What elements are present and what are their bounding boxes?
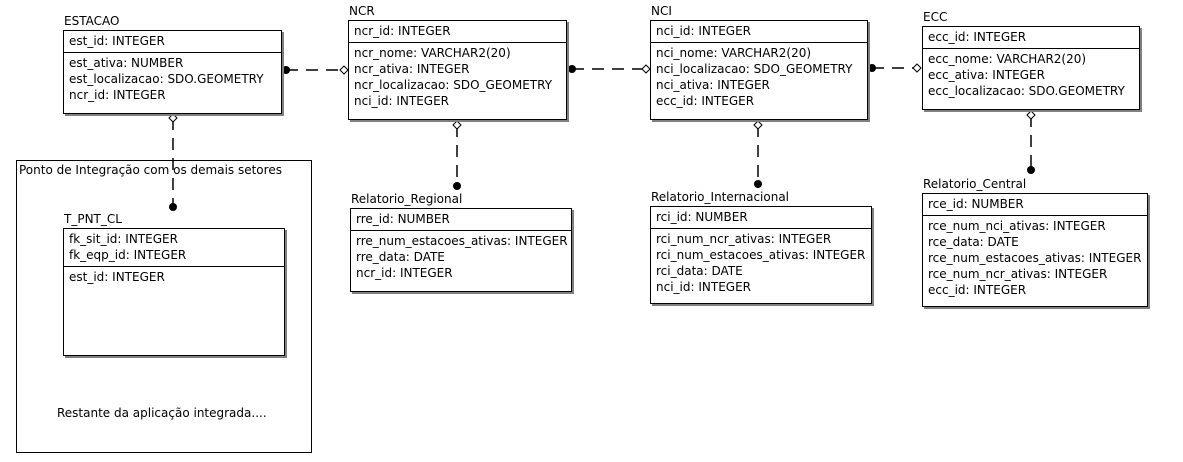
- attribute: ncr_id: INTEGER: [356, 266, 453, 280]
- attribute: rre_data: DATE: [356, 250, 445, 264]
- entity-estacao[interactable]: est_id: INTEGER est_ativa: NUMBER est_lo…: [63, 30, 282, 114]
- attribute: ecc_id: INTEGER: [928, 283, 1027, 297]
- one-end-diamond: [168, 113, 178, 123]
- attribute: est_ativa: NUMBER: [69, 56, 184, 70]
- attribute: ecc_nome: VARCHAR2(20): [928, 52, 1087, 66]
- entity-title-relatorio-regional: Relatorio_Regional: [351, 192, 463, 206]
- attribute: rci_data: DATE: [656, 264, 743, 278]
- many-end-dot: [568, 65, 576, 73]
- one-end-diamond: [1026, 110, 1036, 120]
- attribute: rce_id: NUMBER: [928, 197, 1024, 211]
- attribute-section: rci_num_ncr_ativas: INTEGER rci_num_esta…: [651, 229, 871, 298]
- primary-key-section: nci_id: INTEGER: [651, 21, 867, 43]
- entity-title-nci: NCI: [651, 4, 672, 18]
- one-end-markers: [168, 63, 1036, 130]
- many-end-dot: [754, 180, 762, 188]
- attribute: ncr_ativa: INTEGER: [354, 62, 470, 76]
- attribute: ncr_id: INTEGER: [69, 88, 166, 102]
- many-end-dot: [453, 182, 461, 190]
- many-end-markers: [169, 64, 1035, 211]
- attribute: rce_data: DATE: [928, 235, 1019, 249]
- integration-area-note: Restante da aplicação integrada....: [57, 406, 267, 420]
- entity-title-relatorio-central: Relatorio_Central: [923, 177, 1027, 191]
- attribute-section: rce_num_nci_ativas: INTEGER rce_data: DA…: [923, 216, 1147, 301]
- integration-area-title: Ponto de Integração com os demais setore…: [19, 163, 282, 177]
- attribute: est_localizacao: SDO.GEOMETRY: [69, 72, 264, 86]
- entity-relatorio-internacional[interactable]: rci_id: NUMBER rci_num_ncr_ativas: INTEG…: [650, 206, 872, 304]
- many-end-dot: [169, 203, 177, 211]
- attribute: ncr_localizacao: SDO_GEOMETRY: [354, 78, 553, 92]
- attribute: est_id: INTEGER: [69, 34, 165, 48]
- primary-key-section: rce_id: NUMBER: [923, 194, 1147, 216]
- attribute: ecc_ativa: INTEGER: [928, 68, 1045, 82]
- many-end-dot: [1027, 166, 1035, 174]
- one-end-diamond: [339, 65, 349, 75]
- attribute: ecc_id: INTEGER: [928, 30, 1027, 44]
- entity-relatorio-central[interactable]: rce_id: NUMBER rce_num_nci_ativas: INTEG…: [922, 193, 1148, 307]
- entity-nci[interactable]: nci_id: INTEGER nci_nome: VARCHAR2(20) n…: [650, 20, 868, 120]
- attribute-section: rre_num_estacoes_ativas: INTEGER rre_dat…: [351, 231, 571, 284]
- entity-title-ecc: ECC: [923, 10, 948, 24]
- attribute: est_id: INTEGER: [69, 270, 165, 284]
- attribute-section: est_ativa: NUMBER est_localizacao: SDO.G…: [64, 53, 281, 106]
- one-end-diamond: [753, 120, 763, 130]
- attribute-section: ncr_nome: VARCHAR2(20) ncr_ativa: INTEGE…: [349, 43, 566, 112]
- entity-ncr[interactable]: ncr_id: INTEGER ncr_nome: VARCHAR2(20) n…: [348, 20, 567, 120]
- one-end-diamond: [452, 120, 462, 130]
- primary-key-section: fk_sit_id: INTEGER fk_eqp_id: INTEGER: [64, 229, 284, 267]
- attribute: nci_id: INTEGER: [354, 94, 449, 108]
- one-end-diamond: [641, 64, 651, 74]
- entity-title-relatorio-internacional: Relatorio_Internacional: [651, 190, 790, 204]
- attribute: nci_localizacao: SDO_GEOMETRY: [656, 62, 853, 76]
- attribute: rce_num_estacoes_ativas: INTEGER: [928, 251, 1142, 265]
- attribute: rci_num_estacoes_ativas: INTEGER: [656, 248, 866, 262]
- attribute: ncr_id: INTEGER: [354, 24, 451, 38]
- attribute: rre_id: NUMBER: [356, 212, 450, 226]
- attribute: rci_num_ncr_ativas: INTEGER: [656, 232, 832, 246]
- entity-relatorio-regional[interactable]: rre_id: NUMBER rre_num_estacoes_ativas: …: [350, 208, 572, 292]
- many-end-dot: [868, 64, 876, 72]
- attribute: rce_num_nci_ativas: INTEGER: [928, 219, 1106, 233]
- attribute: ecc_localizacao: SDO.GEOMETRY: [928, 84, 1125, 98]
- attribute: fk_sit_id: INTEGER: [69, 232, 178, 246]
- attribute: fk_eqp_id: INTEGER: [69, 248, 187, 262]
- primary-key-section: est_id: INTEGER: [64, 31, 281, 53]
- attribute-section: est_id: INTEGER: [64, 267, 284, 288]
- primary-key-section: ecc_id: INTEGER: [923, 27, 1139, 49]
- integration-area: [16, 160, 312, 453]
- attribute: rre_num_estacoes_ativas: INTEGER: [356, 234, 568, 248]
- attribute: ncr_nome: VARCHAR2(20): [354, 46, 511, 60]
- entity-title-estacao: ESTACAO: [64, 14, 120, 28]
- primary-key-section: rre_id: NUMBER: [351, 209, 571, 231]
- primary-key-section: ncr_id: INTEGER: [349, 21, 566, 43]
- attribute-section: ecc_nome: VARCHAR2(20) ecc_ativa: INTEGE…: [923, 49, 1139, 102]
- attribute: nci_ativa: INTEGER: [656, 78, 770, 92]
- attribute: rci_id: NUMBER: [656, 210, 748, 224]
- entity-title-ncr: NCR: [349, 4, 375, 18]
- primary-key-section: rci_id: NUMBER: [651, 207, 871, 229]
- attribute-section: nci_nome: VARCHAR2(20) nci_localizacao: …: [651, 43, 867, 112]
- attribute: nci_nome: VARCHAR2(20): [656, 46, 812, 60]
- entity-title-t-pnt-cl: T_PNT_CL: [64, 212, 122, 226]
- entity-ecc[interactable]: ecc_id: INTEGER ecc_nome: VARCHAR2(20) e…: [922, 26, 1140, 110]
- attribute: nci_id: INTEGER: [656, 280, 751, 294]
- one-end-diamond: [912, 63, 922, 73]
- attribute: ecc_id: INTEGER: [656, 94, 755, 108]
- attribute: rce_num_ncr_ativas: INTEGER: [928, 267, 1108, 281]
- attribute: nci_id: INTEGER: [656, 24, 751, 38]
- entity-t-pnt-cl[interactable]: fk_sit_id: INTEGER fk_eqp_id: INTEGER es…: [63, 228, 285, 356]
- many-end-dot: [282, 66, 290, 74]
